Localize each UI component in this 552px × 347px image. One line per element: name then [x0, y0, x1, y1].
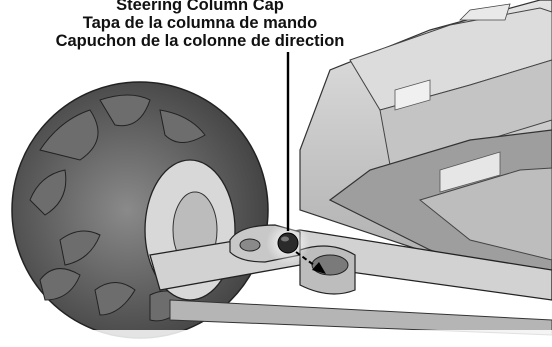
callout-label-block: Steering Column Cap Tapa de la columna d…	[0, 0, 400, 50]
insertion-arrow	[295, 251, 326, 274]
callout-label-french: Capuchon de la colonne de direction	[55, 32, 345, 50]
callout-label-spanish: Tapa de la columna de mando	[82, 14, 318, 32]
callout-label-english: Steering Column Cap	[116, 0, 284, 14]
vehicle-body	[299, 0, 552, 301]
wheel-tire	[11, 81, 269, 339]
